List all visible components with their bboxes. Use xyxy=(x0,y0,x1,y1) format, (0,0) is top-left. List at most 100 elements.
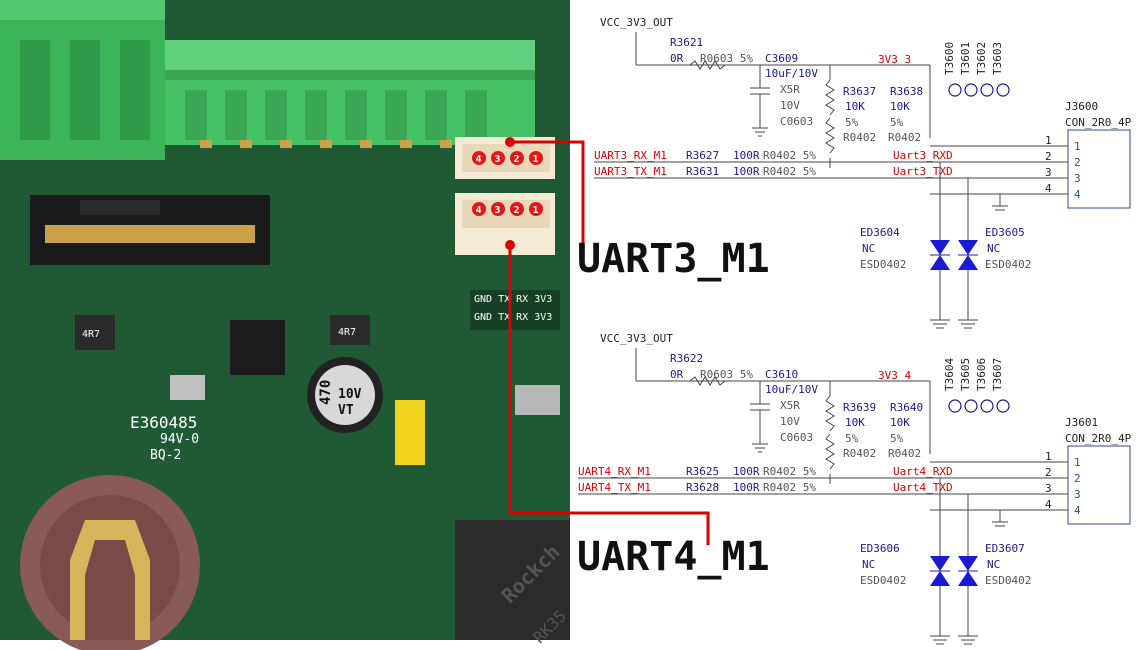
yellow-component xyxy=(395,400,425,465)
pullup1-pkg: R0402 xyxy=(843,447,876,460)
series-resistor-ref: R3621 xyxy=(670,36,703,49)
cap-dielectric: X5R xyxy=(780,399,800,412)
pin-dot xyxy=(472,151,486,165)
pin-dot xyxy=(510,151,524,165)
connector-ref: J3601 xyxy=(1065,416,1098,429)
pin-dot xyxy=(472,202,486,216)
esd-diode-icon xyxy=(930,240,950,255)
test-point-ref: T3606 xyxy=(975,358,988,391)
vcc-net-label: VCC_3V3_OUT xyxy=(600,16,673,29)
cap-ref: C3610 xyxy=(765,368,798,381)
connector-pin-number: 1 xyxy=(1045,134,1052,147)
esd-diode-icon xyxy=(958,556,978,571)
schematic-uart3: VCC_3V3_OUT R3621 0R R0603 5% C3609 10uF/10V X… xyxy=(594,16,1132,329)
electrolytic-capacitor: 470 10V VT xyxy=(307,357,383,433)
esd2-nc: NC xyxy=(987,558,1000,571)
esd1-ref: ED3604 xyxy=(860,226,900,239)
test-point-icon xyxy=(980,83,994,97)
connector-pin-number: 3 xyxy=(1045,166,1052,179)
test-point-ref: T3602 xyxy=(975,42,988,75)
pullup2-value: 10K xyxy=(890,100,910,113)
silk-e-number: E360485 xyxy=(130,413,197,432)
esd1-nc: NC xyxy=(862,242,875,255)
pullup2-pkg: R0402 xyxy=(888,131,921,144)
rx-resistor-ref: R3627 xyxy=(686,149,719,162)
pin-dot xyxy=(491,202,505,216)
pullup2-ref: R3640 xyxy=(890,401,923,414)
connector-pin-label: 4 xyxy=(1074,504,1081,517)
esd2-nc: NC xyxy=(987,242,1000,255)
connector-pin-number: 2 xyxy=(1045,150,1052,163)
pullup1-value: 10K xyxy=(845,416,865,429)
connector-pin-number: 1 xyxy=(1045,450,1052,463)
pullup1-pkg: R0402 xyxy=(843,131,876,144)
pin-number: 1 xyxy=(533,205,539,216)
header-silk-1: GND TX RX 3V3 xyxy=(474,294,552,305)
connector-pin-label: 3 xyxy=(1074,488,1081,501)
pin-dot xyxy=(529,151,543,165)
pullup2-pkg: R0402 xyxy=(888,447,921,460)
connector-body xyxy=(1067,445,1131,525)
txd-net-label: Uart4_TXD xyxy=(893,481,953,494)
connector-pin-number: 4 xyxy=(1045,182,1052,195)
test-point-ref: T3600 xyxy=(943,42,956,75)
pullup2-tol: 5% xyxy=(890,116,904,129)
cap-value: 10uF/10V xyxy=(765,67,818,80)
esd-diode-icon xyxy=(958,240,978,255)
series-resistor-value: 0R xyxy=(670,52,684,65)
pin-dot xyxy=(510,202,524,216)
cap-pkg: C0603 xyxy=(780,115,813,128)
vcc-net-label: VCC_3V3_OUT xyxy=(600,332,673,345)
terminal-block-right xyxy=(165,40,535,145)
txd-net-label: Uart3_TXD xyxy=(893,165,953,178)
test-point-icon xyxy=(980,399,994,413)
tx-resistor-value: 100R xyxy=(733,481,760,494)
crystal xyxy=(515,385,560,415)
pullup1-value: 10K xyxy=(845,100,865,113)
pullup1-ref: R3639 xyxy=(843,401,876,414)
cap-pkg: C0603 xyxy=(780,431,813,444)
esd1-pkg: ESD0402 xyxy=(860,258,906,271)
connector-type: CON_2R0_4P xyxy=(1065,116,1132,129)
connector-ref: J3600 xyxy=(1065,100,1098,113)
pin-dot xyxy=(529,202,543,216)
header-silk-2: GND TX RX 3V3 xyxy=(474,312,552,323)
esd1-pkg: ESD0402 xyxy=(860,574,906,587)
m2-slot xyxy=(30,195,270,265)
cap-voltage: 10V xyxy=(780,415,800,428)
esd2-ref: ED3605 xyxy=(985,226,1025,239)
connector-pin-label: 1 xyxy=(1074,456,1081,469)
uart4-header[interactable] xyxy=(455,193,555,255)
tx-resistor-value: 100R xyxy=(733,165,760,178)
series-resistor-pkg: R0603 5% xyxy=(700,368,753,381)
inductor-label-1: 4R7 xyxy=(82,329,100,340)
callout-lines xyxy=(508,140,710,545)
test-point-icon xyxy=(948,399,962,413)
test-point-ref: T3607 xyxy=(991,358,1004,391)
connector-pin-label: 4 xyxy=(1074,188,1081,201)
cap-ref: C3609 xyxy=(765,52,798,65)
cap-dielectric: X5R xyxy=(780,83,800,96)
ic-chip xyxy=(230,320,285,375)
pin-number: 4 xyxy=(476,205,482,216)
series-resistor-pkg: R0603 5% xyxy=(700,52,753,65)
tx-resistor-pkg: R0402 5% xyxy=(763,481,816,494)
pcb-photo: 4R7 4R7 470 10V VT E360485 94V-0 BQ-2 xyxy=(0,0,710,650)
rxd-net-label: Uart3_RXD xyxy=(893,149,953,162)
inductor-label-2: 4R7 xyxy=(338,327,356,338)
test-point-icon xyxy=(964,83,978,97)
power-net-label: 3V3_4 xyxy=(878,369,911,382)
uart3-callout: UART3_M1 xyxy=(577,236,770,282)
pullup2-tol: 5% xyxy=(890,432,904,445)
esd1-ref: ED3606 xyxy=(860,542,900,555)
cap-value: 10uF/10V xyxy=(765,383,818,396)
test-point-ref: T3605 xyxy=(959,358,972,391)
rx-resistor-value: 100R xyxy=(733,149,760,162)
esd-diode-icon xyxy=(930,556,950,571)
rx-resistor-pkg: R0402 5% xyxy=(763,465,816,478)
terminal-block-left xyxy=(0,0,165,160)
rx-net-label: UART4_RX_M1 xyxy=(578,465,651,478)
pin-number: 1 xyxy=(533,154,539,165)
